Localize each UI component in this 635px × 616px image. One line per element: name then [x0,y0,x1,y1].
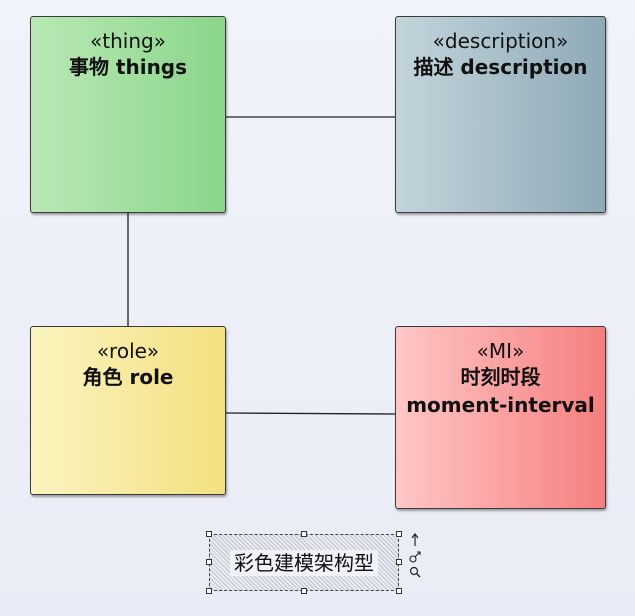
thing-class-box[interactable]: «thing» 事物 things [30,16,226,213]
magnifier-icon[interactable] [409,566,421,578]
link-icon[interactable] [409,551,421,563]
role-class-box[interactable]: «role» 角色 role [30,326,226,495]
resize-handle-middle-left[interactable] [206,559,212,565]
role-name: 角色 role [82,365,174,389]
resize-handle-top-right[interactable] [396,531,402,537]
note-element-selected[interactable]: 彩色建模架构型 [206,531,402,594]
resize-handle-bottom-left[interactable] [206,588,212,594]
description-class-box[interactable]: «description» 描述 description [395,16,606,213]
resize-handle-bottom-center[interactable] [301,588,307,594]
mi-class-box[interactable]: «MI» 时刻时段 moment-interval [395,326,606,509]
mi-name-line1: 时刻时段 [460,365,541,389]
connector-role-mi[interactable] [225,412,396,415]
resize-handle-middle-right[interactable] [396,559,402,565]
role-stereotype: «role» [96,339,160,363]
description-stereotype: «description» [432,29,569,53]
thing-stereotype: «thing» [90,29,166,53]
quick-linker-toolbar [407,532,425,582]
thing-name: 事物 things [68,55,188,79]
resize-handle-top-left[interactable] [206,531,212,537]
note-text: 彩色建模架构型 [230,549,378,576]
mi-name-line2: moment-interval [406,393,595,417]
resize-handle-bottom-right[interactable] [396,588,402,594]
mi-stereotype: «MI» [476,339,525,363]
arrow-up-icon[interactable] [411,533,419,546]
resize-handle-top-center[interactable] [301,531,307,537]
description-name: 描述 description [413,55,588,79]
